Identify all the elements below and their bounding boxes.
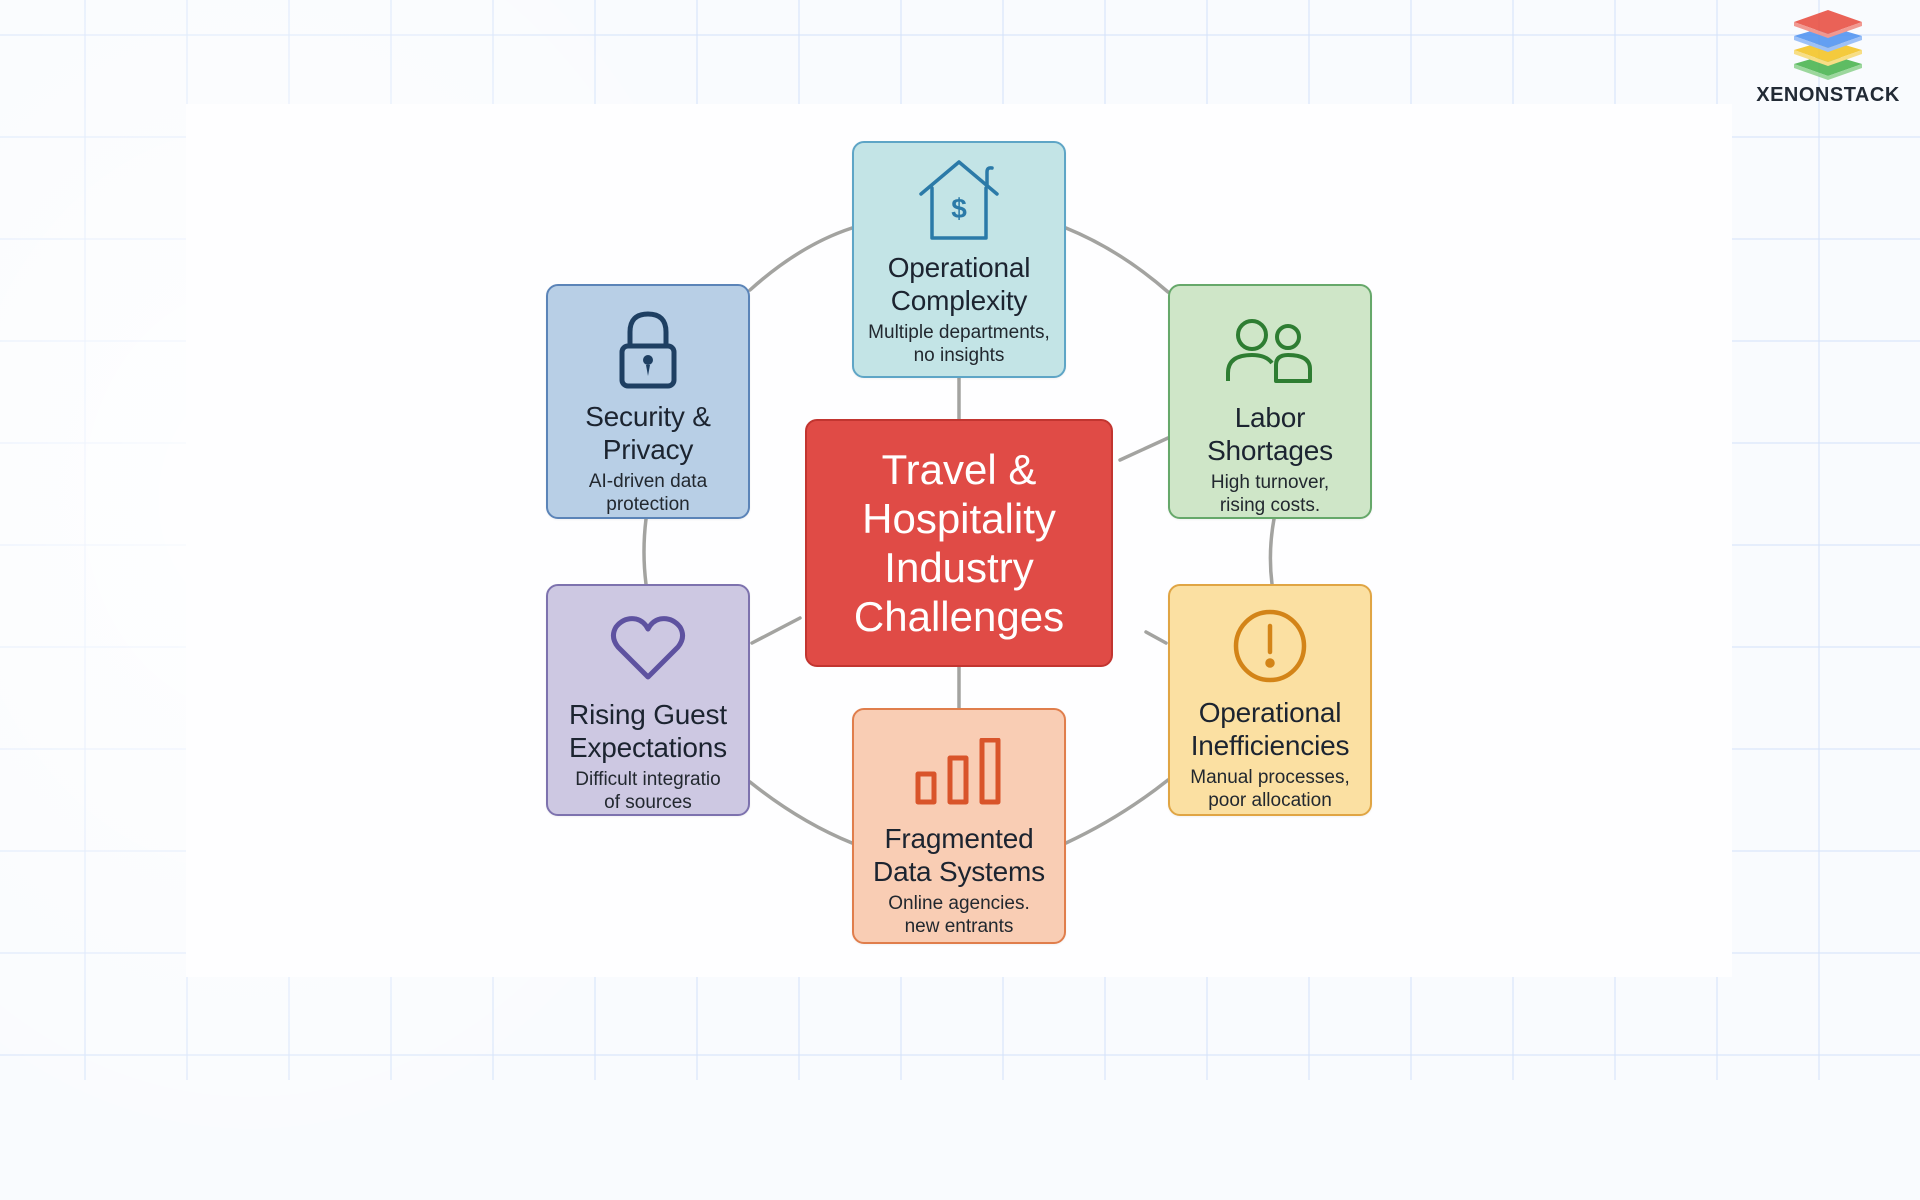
house-dollar-icon: $	[917, 157, 1001, 245]
node-operational-complexity: $ Operational Complexity Multiple depart…	[852, 141, 1066, 378]
connector-lines	[642, 226, 1276, 845]
node-desc-line: of sources	[604, 792, 692, 813]
xenonstack-logo: XENONSTACK	[1756, 4, 1900, 114]
node-title: Fragmented Data Systems	[873, 822, 1045, 888]
node-title: Security & Privacy	[585, 400, 711, 466]
center-title-line: Hospitality	[862, 495, 1056, 542]
node-desc-line: High turnover,	[1210, 472, 1330, 493]
connector-arc-left	[642, 517, 648, 586]
node-desc-line: Difficult integratio	[575, 769, 721, 790]
node-title-line: Operational	[1198, 697, 1342, 728]
node-desc-line: rising costs.	[1219, 495, 1321, 516]
node-description: AI-driven data protection	[589, 470, 707, 516]
node-title-line: Expectations	[569, 732, 727, 763]
center-node-travel-hospitality-challenges: Travel & Hospitality Industry Challenges	[805, 419, 1113, 667]
node-desc-line: protection	[606, 494, 690, 515]
center-title: Travel & Hospitality Industry Challenges	[854, 445, 1064, 641]
exclamation-circle-icon	[1232, 602, 1308, 690]
node-title: Operational Inefficiencies	[1191, 696, 1350, 762]
connector-arc-top-right	[1064, 226, 1170, 294]
node-description: Difficult integratio of sources	[575, 768, 720, 814]
node-title-line: Complexity	[890, 285, 1028, 316]
padlock-icon	[616, 306, 680, 394]
node-description: Online agencies. new entrants	[888, 892, 1030, 938]
node-desc-line: poor allocation	[1208, 790, 1332, 811]
node-rising-guest-expectations: Rising Guest Expectations Difficult inte…	[546, 584, 750, 816]
center-title-line: Travel &	[881, 446, 1037, 493]
node-labor-shortages: Labor Shortages High turnover, rising co…	[1168, 284, 1372, 519]
node-desc-line: AI-driven data	[588, 471, 708, 492]
node-title-line: Data Systems	[873, 856, 1045, 887]
connector-spoke-lower-left	[750, 616, 802, 645]
node-description: Multiple departments, no insights	[868, 321, 1050, 367]
people-icon	[1224, 308, 1316, 395]
brand-wordmark: XENONSTACK	[1756, 84, 1900, 106]
node-title-line: Labor	[1234, 402, 1306, 433]
node-title-line: Privacy	[602, 434, 694, 465]
connector-spoke-lower-right	[1144, 630, 1168, 645]
node-description: Manual processes, poor allocation	[1190, 766, 1349, 812]
node-security-privacy: Security & Privacy AI-driven data protec…	[546, 284, 750, 519]
connector-spoke-upper-right	[1118, 436, 1170, 462]
stacked-layers-icon	[1794, 10, 1862, 80]
heart-icon	[610, 606, 686, 692]
node-desc-line: no insights	[913, 345, 1005, 366]
node-operational-inefficiencies: Operational Inefficiencies Manual proces…	[1168, 584, 1372, 816]
connector-arc-top-left	[748, 226, 854, 292]
node-desc-line: new entrants	[904, 916, 1014, 937]
svg-text:$: $	[951, 193, 967, 224]
node-title-line: Operational	[887, 252, 1031, 283]
center-title-line: Challenges	[853, 593, 1065, 640]
node-desc-line: Manual processes,	[1190, 767, 1350, 788]
node-desc-line: Online agencies.	[888, 893, 1030, 914]
node-title: Labor Shortages	[1207, 401, 1333, 467]
node-title-line: Rising Guest	[569, 699, 727, 730]
node-title: Operational Complexity	[888, 251, 1031, 317]
node-title-line: Fragmented	[884, 823, 1034, 854]
node-title-line: Security &	[585, 401, 711, 432]
connector-arc-bottom-left	[748, 780, 854, 845]
node-description: High turnover, rising costs.	[1211, 471, 1329, 517]
node-title-line: Inefficiencies	[1190, 730, 1350, 761]
node-title-line: Shortages	[1207, 435, 1333, 466]
connector-arc-bottom-right	[1064, 778, 1170, 845]
node-fragmented-data-systems: Fragmented Data Systems Online agencies.…	[852, 708, 1066, 944]
center-title-line: Industry	[884, 544, 1034, 591]
node-title: Rising Guest Expectations	[569, 698, 727, 764]
node-desc-line: Multiple departments,	[868, 322, 1050, 343]
bar-chart-icon	[914, 728, 1004, 816]
connector-arc-right	[1268, 517, 1276, 586]
